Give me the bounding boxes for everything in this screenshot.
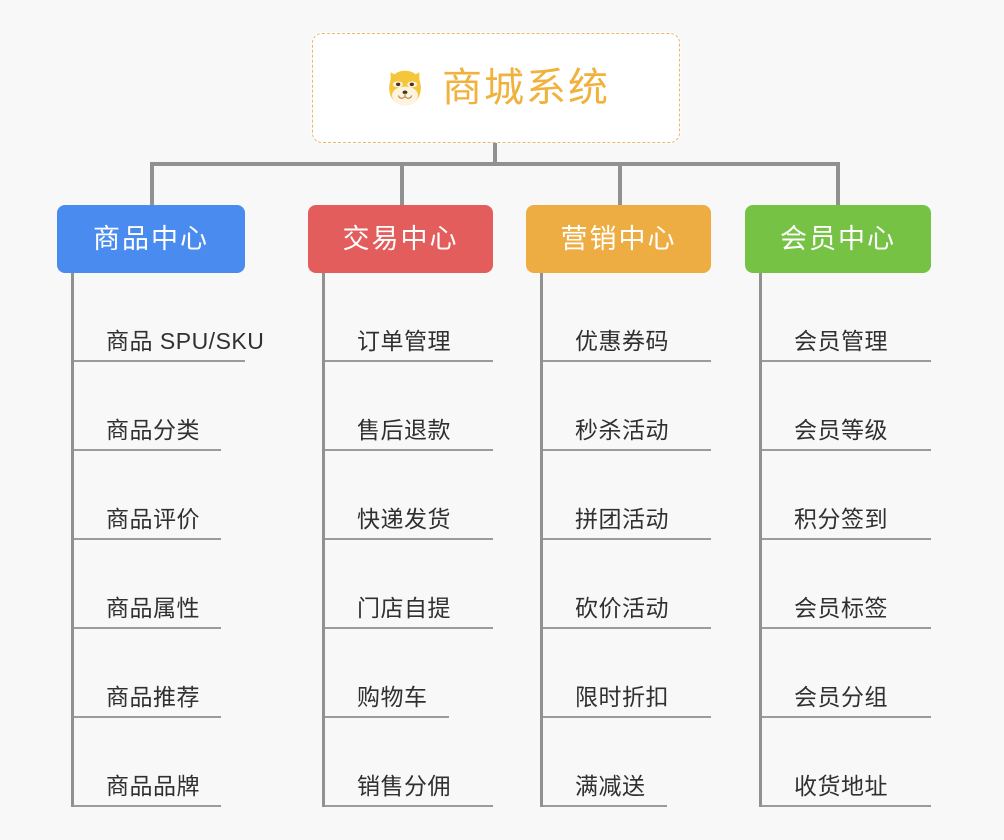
leaf-list-trade-center: 订单管理 售后退款 快递发货 门店自提 购物车 销售分佣: [322, 273, 493, 807]
leaf-label: 会员分组: [794, 683, 888, 710]
leaf-label: 拼团活动: [575, 505, 669, 532]
leaf-item[interactable]: 商品品牌: [74, 718, 222, 807]
branch-header-product-center[interactable]: 商品中心: [57, 205, 245, 273]
leaf-label: 门店自提: [357, 594, 451, 621]
branch-header-marketing-center[interactable]: 营销中心: [526, 205, 711, 273]
leaf-item[interactable]: 会员标签: [762, 540, 931, 629]
leaf-label: 秒杀活动: [575, 416, 669, 443]
leaf-label: 销售分佣: [357, 772, 451, 799]
leaf-item[interactable]: 订单管理: [325, 273, 493, 362]
leaf-item[interactable]: 优惠券码: [543, 273, 711, 362]
branch-member-center: 会员中心 会员管理 会员等级 积分签到 会员标签 会员分组 收货地址: [745, 205, 931, 807]
leaf-item[interactable]: 砍价活动: [543, 540, 711, 629]
leaf-list-product-center: 商品 SPU/SKU 商品分类 商品评价 商品属性 商品推荐 商品品牌: [71, 273, 264, 807]
connector-drop-4: [836, 162, 840, 207]
leaf-label: 订单管理: [357, 327, 451, 354]
leaf-label: 限时折扣: [575, 683, 669, 710]
connector-root-stem: [493, 143, 497, 165]
leaf-label: 优惠券码: [575, 327, 669, 354]
connector-drop-3: [618, 162, 622, 207]
connector-bus: [150, 162, 840, 166]
branch-product-center: 商品中心 商品 SPU/SKU 商品分类 商品评价 商品属性 商品推荐 商品品牌: [57, 205, 264, 807]
leaf-item[interactable]: 商品分类: [74, 362, 222, 451]
leaf-item[interactable]: 商品评价: [74, 451, 222, 540]
branch-trade-center: 交易中心 订单管理 售后退款 快递发货 门店自提 购物车 销售分佣: [308, 205, 493, 807]
leaf-item[interactable]: 会员管理: [762, 273, 931, 362]
leaf-label: 售后退款: [357, 416, 451, 443]
leaf-list-member-center: 会员管理 会员等级 积分签到 会员标签 会员分组 收货地址: [759, 273, 931, 807]
branch-marketing-center: 营销中心 优惠券码 秒杀活动 拼团活动 砍价活动 限时折扣 满减送: [526, 205, 711, 807]
branch-header-trade-center[interactable]: 交易中心: [308, 205, 493, 273]
branch-header-member-center[interactable]: 会员中心: [745, 205, 931, 273]
root-title: 商城系统: [442, 66, 610, 110]
root-node[interactable]: 商城系统: [312, 33, 680, 143]
leaf-item[interactable]: 快递发货: [325, 451, 493, 540]
leaf-item[interactable]: 商品属性: [74, 540, 222, 629]
leaf-item[interactable]: 拼团活动: [543, 451, 711, 540]
leaf-label: 商品推荐: [106, 683, 200, 710]
leaf-item[interactable]: 销售分佣: [325, 718, 493, 807]
leaf-item[interactable]: 会员分组: [762, 629, 931, 718]
leaf-label: 购物车: [357, 683, 428, 710]
leaf-list-marketing-center: 优惠券码 秒杀活动 拼团活动 砍价活动 限时折扣 满减送: [540, 273, 711, 807]
leaf-label: 商品品牌: [106, 772, 200, 799]
leaf-label: 会员管理: [794, 327, 888, 354]
leaf-item[interactable]: 限时折扣: [543, 629, 711, 718]
leaf-item[interactable]: 积分签到: [762, 451, 931, 540]
leaf-label: 砍价活动: [575, 594, 669, 621]
shiba-dog-face-icon: [382, 65, 428, 111]
leaf-item[interactable]: 收货地址: [762, 718, 931, 807]
leaf-item[interactable]: 会员等级: [762, 362, 931, 451]
leaf-label: 商品 SPU/SKU: [106, 327, 265, 354]
connector-drop-1: [150, 162, 154, 207]
leaf-label: 商品属性: [106, 594, 200, 621]
leaf-label: 满减送: [575, 772, 646, 799]
leaf-label: 商品分类: [106, 416, 200, 443]
leaf-item[interactable]: 门店自提: [325, 540, 493, 629]
leaf-label: 快递发货: [357, 505, 451, 532]
leaf-item[interactable]: 满减送: [543, 718, 668, 807]
leaf-label: 商品评价: [106, 505, 200, 532]
leaf-item[interactable]: 商品推荐: [74, 629, 222, 718]
leaf-label: 会员等级: [794, 416, 888, 443]
leaf-label: 积分签到: [794, 505, 888, 532]
leaf-item[interactable]: 购物车: [325, 629, 450, 718]
leaf-label: 收货地址: [794, 772, 888, 799]
leaf-label: 会员标签: [794, 594, 888, 621]
leaf-item[interactable]: 售后退款: [325, 362, 493, 451]
connector-drop-2: [400, 162, 404, 207]
leaf-item[interactable]: 商品 SPU/SKU: [74, 273, 264, 362]
leaf-item[interactable]: 秒杀活动: [543, 362, 711, 451]
